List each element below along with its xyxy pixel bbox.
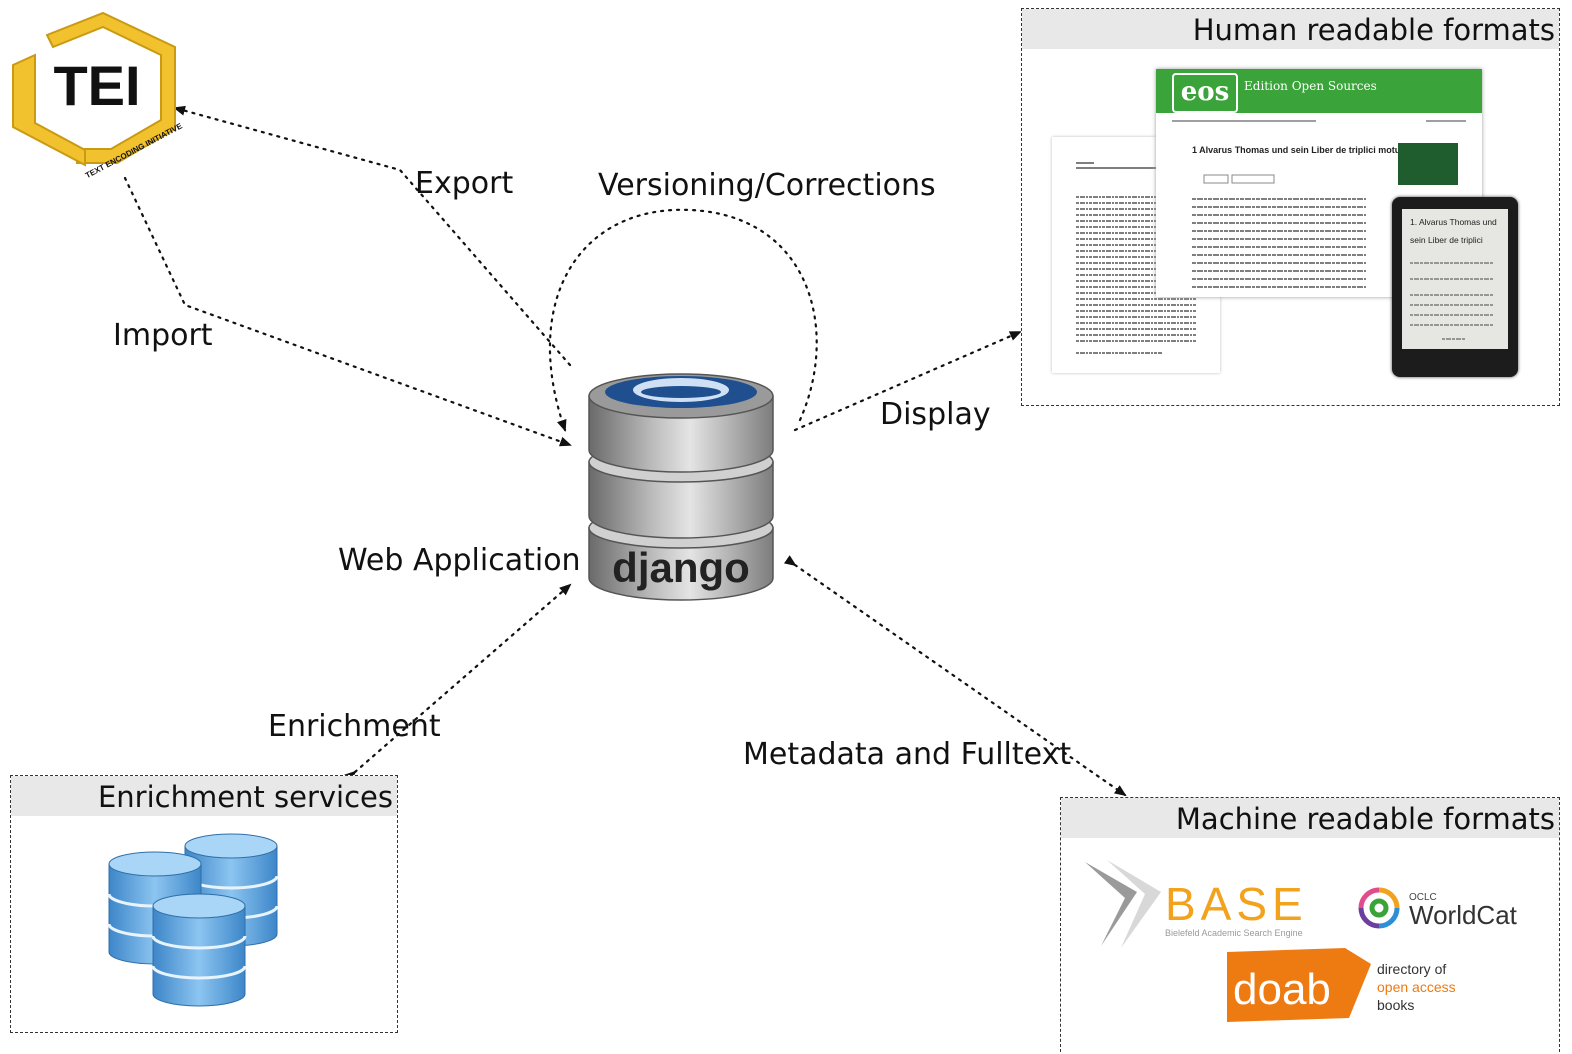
base-logo-subtitle: Bielefeld Academic Search Engine	[1165, 928, 1303, 938]
web-application-label: Web Application	[338, 543, 581, 578]
eos-chapter: 1 Alvarus Thomas und sein Liber de tripl…	[1192, 145, 1400, 155]
tei-logo-text: TEI	[53, 54, 140, 117]
ereader-screen: 1. Alvarus Thomas und sein Liber de trip…	[1402, 209, 1508, 349]
doab-logo-text: doab	[1233, 965, 1331, 1014]
display-label: Display	[880, 397, 991, 432]
export-arrow	[173, 105, 572, 367]
metadata-fulltext-arrow	[783, 555, 1127, 797]
versioning-label: Versioning/Corrections	[598, 168, 936, 203]
ereader-line-1: 1. Alvarus Thomas und	[1410, 217, 1497, 227]
enrichment-label: Enrichment	[268, 709, 441, 744]
base-logo: BASE Bielefeld Academic Search Engine	[1081, 858, 1331, 954]
versioning-arrow	[548, 208, 818, 432]
web-application-arrow	[344, 583, 572, 783]
human-readable-box: Human readable formats	[1021, 8, 1560, 406]
enrichment-services-title: Enrichment services	[11, 776, 397, 816]
worldcat-oclc: OCLC	[1409, 892, 1437, 903]
import-arrow	[123, 176, 572, 447]
export-label: Export	[415, 166, 514, 201]
base-logo-text: BASE	[1165, 878, 1308, 930]
ereader-device: 1. Alvarus Thomas und sein Liber de trip…	[1392, 197, 1518, 377]
ereader-line-2: sein Liber de triplici	[1410, 235, 1483, 245]
eos-title: Edition Open Sources	[1244, 79, 1377, 93]
doab-line-2: open access	[1377, 979, 1456, 995]
eos-header: eos Edition Open Sources	[1156, 69, 1482, 113]
import-label: Import	[113, 318, 213, 353]
machine-readable-title: Machine readable formats	[1061, 798, 1559, 838]
machine-readable-box: Machine readable formats BASE Bielefeld …	[1060, 797, 1560, 1052]
enrichment-databases-icon	[107, 833, 279, 1007]
eos-logo-icon: eos	[1172, 73, 1238, 113]
doab-line-1: directory of	[1377, 961, 1446, 977]
django-label: django	[612, 544, 750, 591]
tei-logo: TEI TEXT ENCODING INITIATIVE	[5, 5, 185, 185]
worldcat-logo: OCLC WorldCat	[1351, 878, 1521, 938]
metadata-fulltext-label: Metadata and Fulltext	[743, 737, 1072, 772]
human-readable-title: Human readable formats	[1022, 9, 1559, 49]
doab-line-3: books	[1377, 997, 1414, 1013]
doab-logo: doab directory of open access books	[1227, 948, 1456, 1022]
enrichment-services-box: Enrichment services	[10, 775, 398, 1033]
display-arrow	[793, 330, 1022, 432]
worldcat-name: WorldCat	[1409, 900, 1518, 930]
django-database-icon: django	[585, 368, 777, 604]
